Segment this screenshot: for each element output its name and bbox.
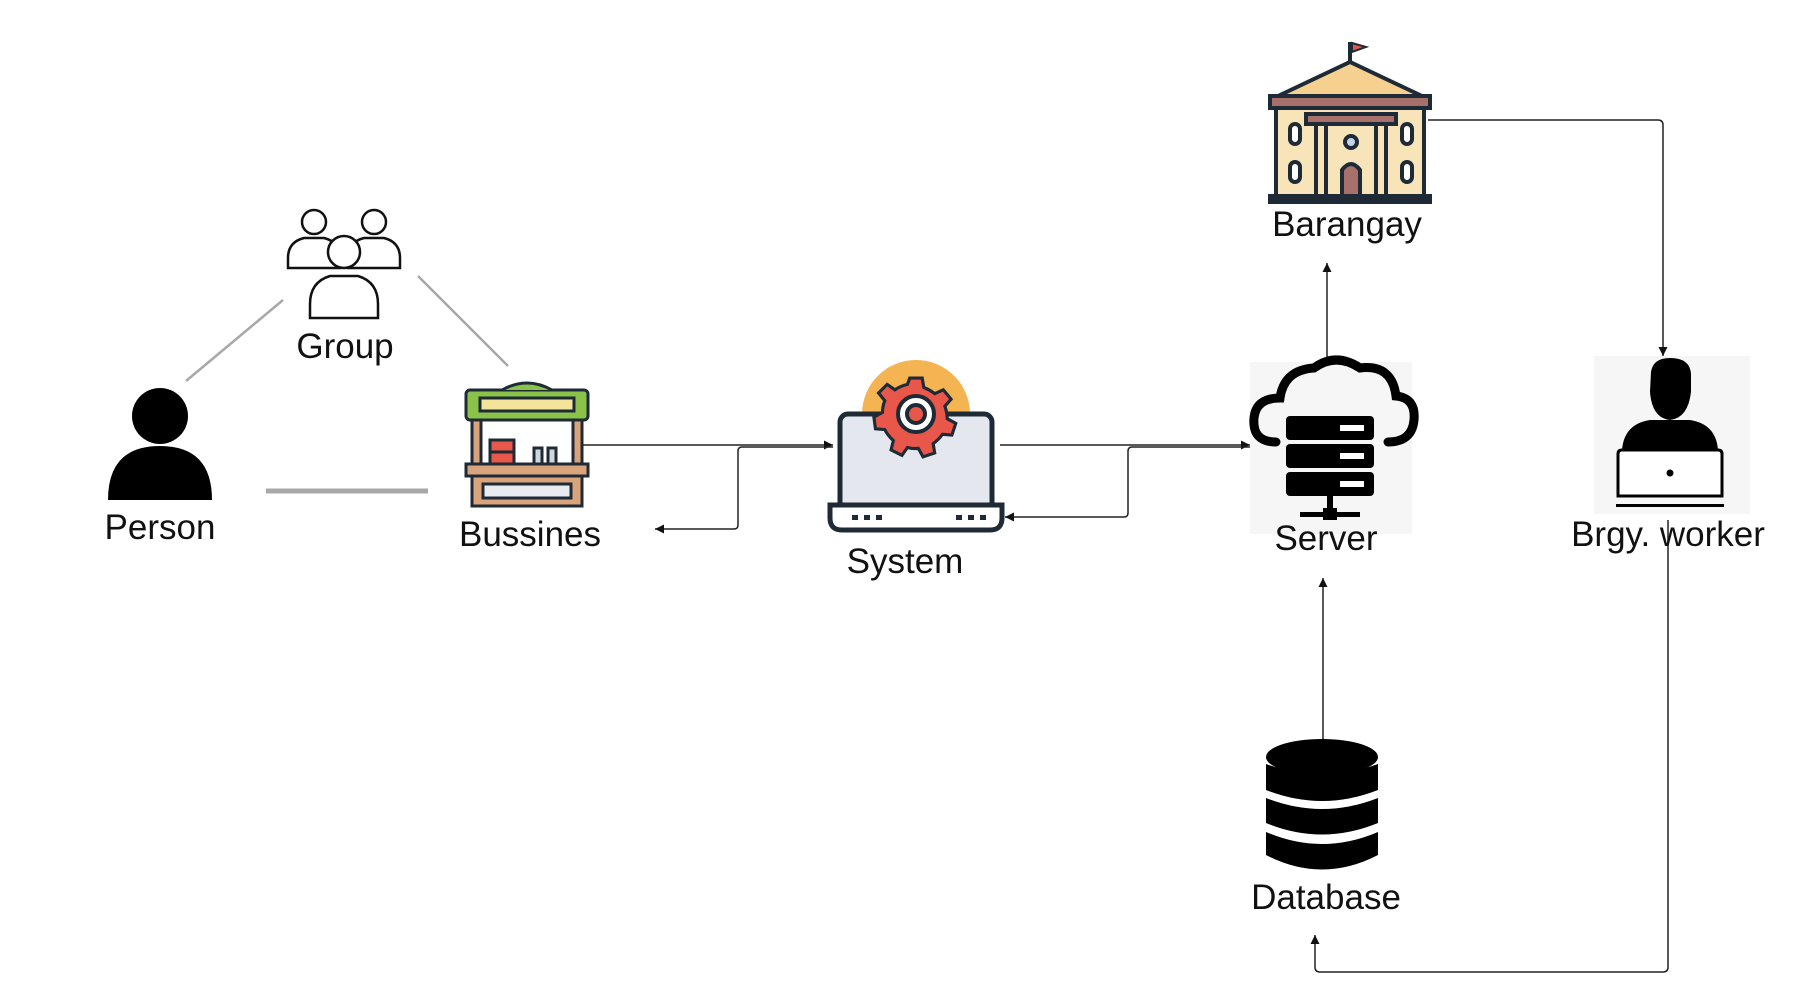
market-stall-icon: [464, 381, 590, 508]
edge-group-business: [417, 275, 509, 367]
association-lines: [185, 275, 509, 494]
database-icon: [1266, 739, 1378, 870]
edge-worker-to-database: [1310, 520, 1669, 973]
node-label-person: Person: [104, 508, 216, 547]
edge-server-to-system: [1005, 446, 1250, 522]
arrow-connectors: [582, 119, 1669, 973]
person-icon: [108, 388, 212, 500]
node-label-worker: Brgy. worker: [1571, 515, 1765, 554]
laptop-gear-icon: [827, 360, 1005, 533]
node-label-database: Database: [1251, 878, 1401, 917]
edge-barangay-to-worker: [1428, 119, 1668, 356]
node-label-system: System: [846, 542, 964, 581]
worker-laptop-icon: [1594, 356, 1750, 514]
government-building-icon: [1268, 41, 1432, 204]
node-label-barangay: Barangay: [1272, 205, 1422, 244]
group-icon: [286, 208, 402, 320]
node-label-group: Group: [296, 327, 394, 366]
node-label-business: Bussines: [458, 515, 602, 554]
node-label-server: Server: [1274, 519, 1378, 558]
edge-system-to-business: [655, 446, 833, 534]
edge-person-group: [185, 299, 284, 382]
cloud-server-icon: [1249, 355, 1419, 534]
